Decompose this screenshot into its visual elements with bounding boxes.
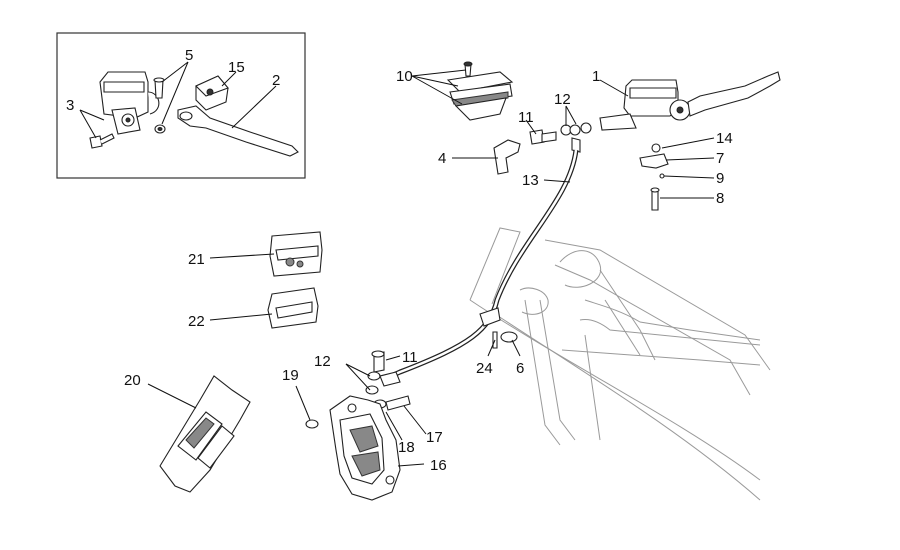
hose-fitting-top [560, 122, 592, 153]
banjo-bolt-top [529, 129, 557, 145]
hose-clamp [479, 307, 518, 349]
caliper-fittings [305, 350, 411, 429]
brake-switch-group [639, 143, 669, 211]
label-bolt-17: 17 [426, 429, 443, 446]
label-inset-screw: 3 [66, 97, 74, 114]
label-washer-19: 19 [282, 367, 299, 384]
label-washers-top: 12 [554, 91, 571, 108]
label-banjo-bolt-caliper: 11 [402, 349, 418, 366]
label-inset-bleeder: 5 [185, 47, 193, 64]
label-switch: 7 [716, 150, 724, 167]
label-fitting-18: 18 [398, 439, 415, 456]
label-cap-screws: 10 [396, 68, 413, 85]
leader-lines [79, 61, 715, 467]
label-washers-caliper: 12 [314, 353, 331, 370]
inset-lever [177, 105, 299, 157]
label-switch-oring: 9 [716, 170, 724, 187]
reservoir-cap-assembly [446, 61, 514, 121]
inset-bleeder [153, 77, 165, 99]
label-inset-plate: 15 [228, 59, 245, 76]
label-pads-kit: 20 [124, 372, 141, 389]
label-banjo-bolt-top: 11 [518, 109, 534, 126]
label-switch-screw: 8 [716, 190, 724, 207]
brake-hose [380, 149, 579, 383]
label-kit-22: 22 [188, 313, 205, 330]
label-cap-cover: 4 [438, 150, 446, 167]
label-clamp-screw: 24 [476, 360, 493, 377]
inset-plate [195, 75, 229, 111]
master-cylinder [599, 71, 781, 131]
inset-screw [89, 133, 115, 149]
kit-bag-21 [269, 231, 323, 277]
label-hose: 13 [522, 172, 539, 189]
inset-master-cylinder [99, 71, 160, 135]
inset-small-washer [154, 124, 166, 134]
label-kit-21: 21 [188, 251, 205, 268]
frame-tubes [469, 227, 771, 501]
inset-frame [56, 32, 306, 179]
kit-bag-22 [267, 287, 319, 329]
label-clamp-clip: 6 [516, 360, 524, 377]
label-inset-lever: 2 [272, 72, 280, 89]
label-switch-washer: 14 [716, 130, 733, 147]
brake-pads-kit [159, 375, 251, 493]
brake-caliper [329, 395, 401, 501]
callout-labels: 3 5 15 2 10 11 12 1 4 13 14 7 9 8 21 22 … [66, 47, 733, 474]
label-caliper: 16 [430, 457, 447, 474]
reservoir-cap-cover [493, 139, 521, 175]
label-master-cylinder: 1 [592, 68, 600, 85]
